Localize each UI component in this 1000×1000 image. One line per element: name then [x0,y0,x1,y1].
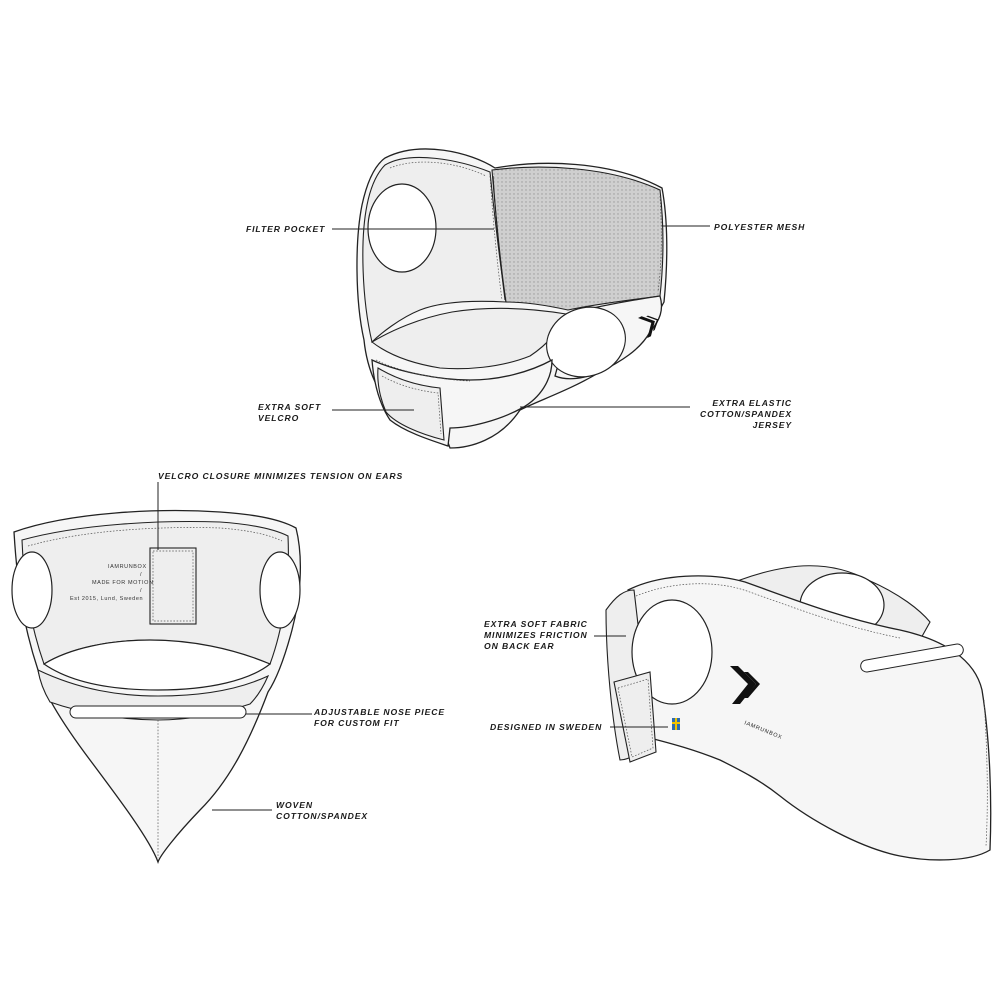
label-nose-piece-2: FOR CUSTOM FIT [314,718,399,728]
label-polyester-mesh: POLYESTER MESH [714,222,805,232]
side-iamrunbox-logo-icon [730,666,760,704]
velcro-tab [377,367,445,441]
label-velcro-closure: VELCRO CLOSURE MINIMIZES TENSION ON EARS [158,471,403,481]
side-mask: IAMRUNBOX [605,565,992,861]
velcro-closure-tab [149,547,197,625]
label-extra-elastic-3: JERSEY [753,420,793,430]
inner-brand-tag: IAMRUNBOX / MADE FOR MOTION / Est 2015, … [70,564,154,602]
nose-piece-slot [69,705,247,719]
side-nose-piece-slot [860,643,964,673]
iamrunbox-logo-icon [638,315,659,338]
label-woven-1: WOVEN [276,800,313,810]
label-extra-elastic-1: EXTRA ELASTIC [712,398,792,408]
polyester-mesh-panel [491,166,664,311]
label-soft-fabric-1: EXTRA SOFT FABRIC [484,619,588,629]
front-left-ear-hole [11,551,53,629]
left-ear-hole [367,183,437,273]
top-mask [356,148,668,449]
label-soft-fabric-3: ON BACK EAR [484,641,555,651]
front-right-ear-hole [259,551,301,629]
tag-line-2: / [140,572,142,578]
label-filter-pocket: FILTER POCKET [246,224,325,234]
sweden-flag-icon [672,718,680,730]
tag-line-1: IAMRUNBOX [108,564,147,570]
tag-line-4: / [140,588,142,594]
label-nose-piece-1: ADJUSTABLE NOSE PIECE [313,707,445,717]
label-woven-2: COTTON/SPANDEX [276,811,368,821]
side-ear-hole [631,599,713,705]
label-soft-fabric-2: MINIMIZES FRICTION [484,630,588,640]
label-extra-elastic-2: COTTON/SPANDEX [700,409,792,419]
tag-line-5: Est 2015, Lund, Sweden [70,596,143,602]
label-extra-soft-velcro-2: VELCRO [258,413,299,423]
tag-line-3: MADE FOR MOTION [92,580,154,586]
label-designed-in-sweden: DESIGNED IN SWEDEN [490,722,602,732]
front-inside-mask: IAMRUNBOX / MADE FOR MOTION / Est 2015, … [11,509,302,864]
label-extra-soft-velcro-1: EXTRA SOFT [258,402,321,412]
right-ear-hole [546,306,626,378]
